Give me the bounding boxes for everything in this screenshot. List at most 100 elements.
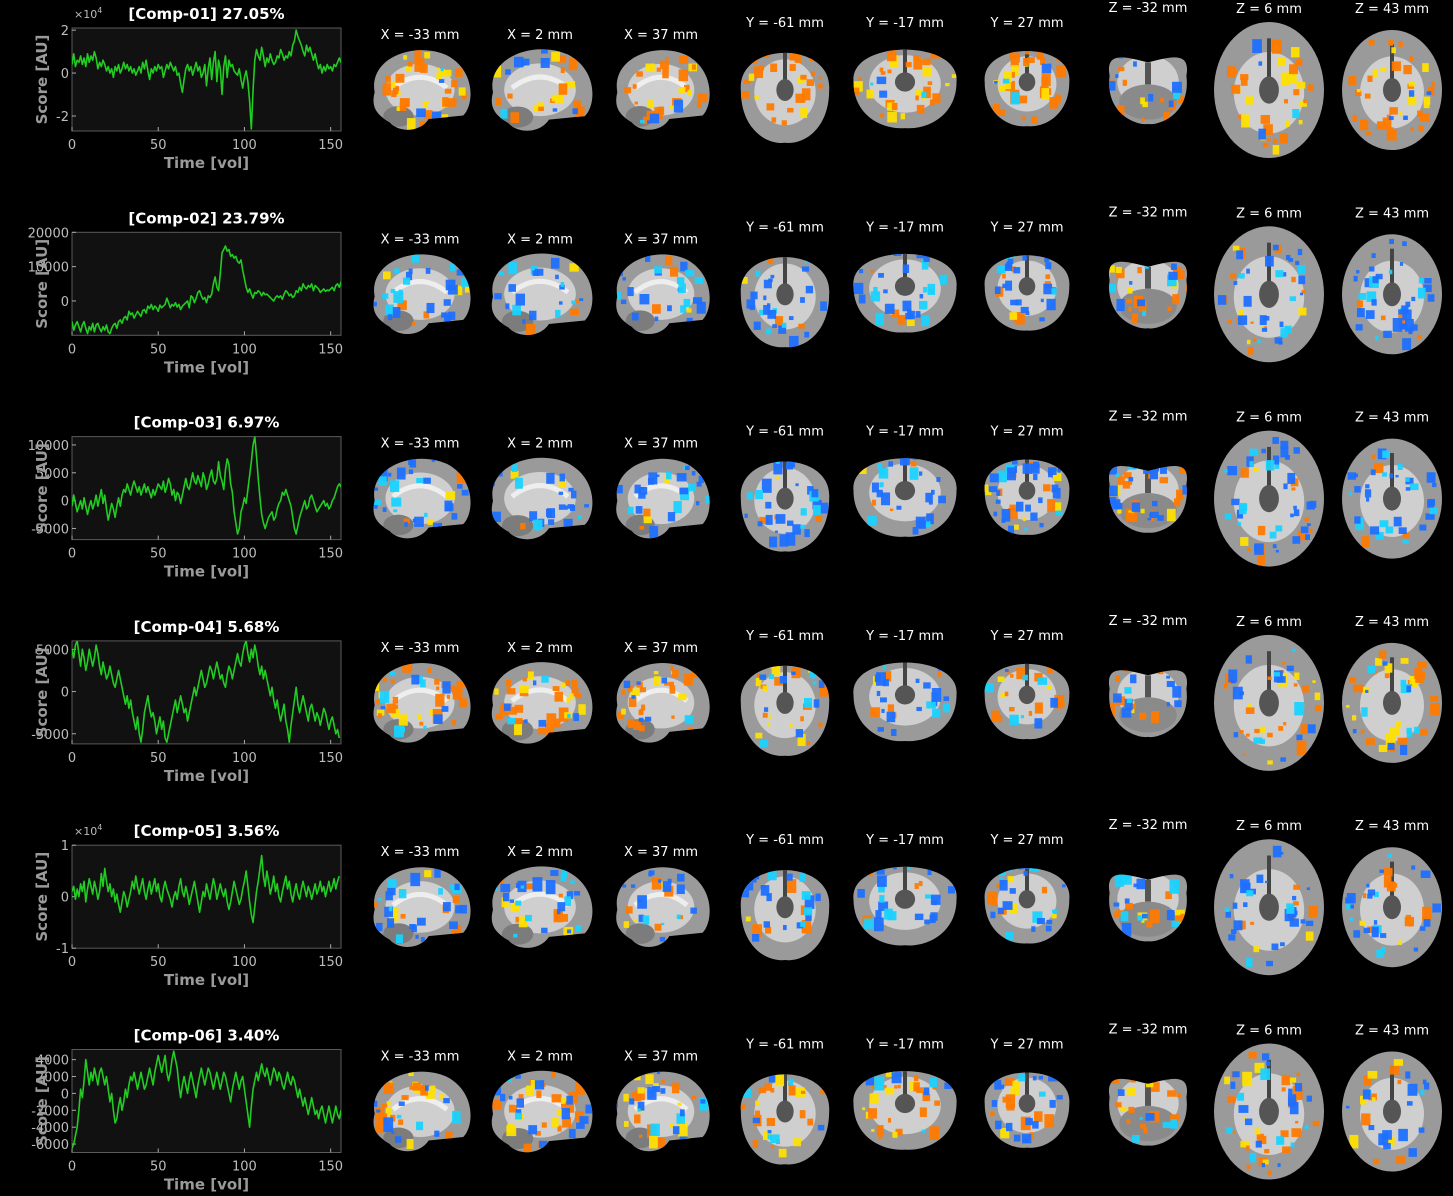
activation-voxel — [913, 1082, 920, 1092]
activation-voxel — [818, 680, 825, 688]
activation-voxel — [1151, 664, 1154, 666]
activation-voxel — [1293, 89, 1300, 96]
activation-voxel — [1011, 65, 1019, 76]
activation-voxel — [910, 461, 917, 467]
slice-coordinate-label: Z = 6 mm — [1236, 206, 1302, 221]
activation-voxel — [876, 1125, 884, 1136]
activation-voxel — [765, 926, 772, 934]
activation-voxel — [566, 891, 573, 900]
brain-slice-panel: X = 37 mm — [616, 1050, 710, 1152]
activation-voxel — [906, 246, 909, 250]
brain-slice-image — [1342, 642, 1442, 763]
activation-voxel — [914, 913, 924, 921]
activation-voxel — [387, 878, 397, 888]
x-tick-label: 50 — [150, 138, 167, 153]
activation-voxel — [1292, 901, 1299, 906]
activation-voxel — [1142, 101, 1148, 108]
activation-voxel — [1305, 534, 1310, 540]
activation-voxel — [527, 671, 534, 680]
activation-voxel — [1391, 61, 1401, 71]
activation-voxel — [1046, 919, 1053, 925]
activation-voxel — [1049, 97, 1059, 109]
activation-voxel — [921, 91, 927, 99]
activation-voxel — [1393, 516, 1402, 527]
activation-voxel — [402, 662, 413, 673]
activation-voxel — [432, 522, 443, 532]
brain-slice-image — [1342, 234, 1442, 355]
activation-voxel — [1122, 875, 1132, 885]
activation-voxel — [1408, 90, 1415, 97]
activation-voxel — [923, 286, 928, 293]
activation-voxel — [770, 1134, 780, 1144]
y-tick-label: -4000 — [31, 1121, 69, 1136]
activation-voxel — [770, 63, 778, 72]
activation-voxel — [1286, 903, 1295, 914]
activation-voxel — [434, 678, 440, 685]
brain-slice-panel: X = -33 mm — [373, 845, 471, 947]
brain-slice-panel: X = 37 mm — [616, 28, 710, 130]
activation-voxel — [1028, 710, 1033, 716]
activation-voxel — [653, 676, 661, 686]
activation-voxel — [798, 323, 805, 329]
activation-voxel — [865, 1073, 875, 1086]
activation-voxel — [500, 883, 511, 893]
slice-coordinate-label: Y = -61 mm — [745, 425, 824, 440]
activation-voxel — [879, 44, 885, 49]
activation-voxel — [1375, 273, 1383, 280]
brain-slice-panel: Z = -32 mm — [1109, 1, 1187, 125]
activation-voxel — [1246, 268, 1250, 274]
activation-voxel — [801, 88, 811, 101]
activation-voxel — [1025, 50, 1029, 55]
activation-voxel — [501, 897, 509, 908]
activation-voxel — [378, 898, 383, 901]
activation-voxel — [1376, 949, 1384, 958]
activation-voxel — [495, 98, 502, 106]
midline — [1390, 248, 1394, 291]
activation-voxel — [754, 95, 759, 100]
activation-voxel — [1015, 312, 1025, 325]
activation-voxel — [1174, 700, 1182, 708]
cerebellum — [383, 106, 414, 127]
activation-voxel — [771, 117, 777, 123]
activation-voxel — [1366, 131, 1371, 136]
activation-voxel — [452, 719, 457, 726]
activation-voxel — [889, 55, 899, 68]
brain-slice-panel: Z = 43 mm — [1342, 2, 1442, 150]
activation-voxel — [1045, 274, 1051, 279]
activation-voxel — [683, 84, 690, 93]
activation-voxel — [513, 933, 518, 938]
activation-voxel — [876, 489, 883, 498]
activation-voxel — [448, 284, 458, 295]
ventricle — [776, 1100, 794, 1123]
activation-voxel — [551, 936, 557, 943]
activation-voxel — [1022, 255, 1027, 261]
activation-voxel — [1166, 680, 1175, 688]
activation-voxel — [1274, 463, 1280, 469]
activation-voxel — [680, 261, 688, 272]
activation-voxel — [1257, 555, 1266, 566]
y-axis-label: Score [AU] — [33, 647, 51, 737]
activation-voxel — [623, 1121, 629, 1127]
activation-voxel — [1144, 264, 1149, 269]
activation-voxel — [1043, 484, 1051, 492]
time-course-line — [72, 854, 341, 924]
activation-voxel — [807, 1118, 814, 1126]
activation-voxel — [1245, 733, 1250, 737]
activation-voxel — [1109, 485, 1118, 497]
x-tick-label: 100 — [232, 547, 257, 562]
activation-voxel — [755, 1100, 760, 1106]
cerebellum — [501, 923, 534, 945]
activation-voxel — [1397, 463, 1403, 471]
activation-voxel — [458, 87, 466, 96]
activation-voxel — [1306, 523, 1311, 527]
slice-coordinate-label: Y = 27 mm — [989, 220, 1063, 235]
brain-slice-image — [1342, 438, 1442, 559]
activation-voxel — [818, 722, 823, 727]
activation-voxel — [767, 1134, 772, 1140]
activation-voxel — [1231, 84, 1241, 94]
activation-voxel — [1367, 893, 1373, 899]
activation-voxel — [900, 113, 906, 120]
activation-voxel — [393, 291, 404, 303]
brain-slice-panel: X = -33 mm — [373, 641, 471, 743]
activation-voxel — [758, 309, 764, 316]
